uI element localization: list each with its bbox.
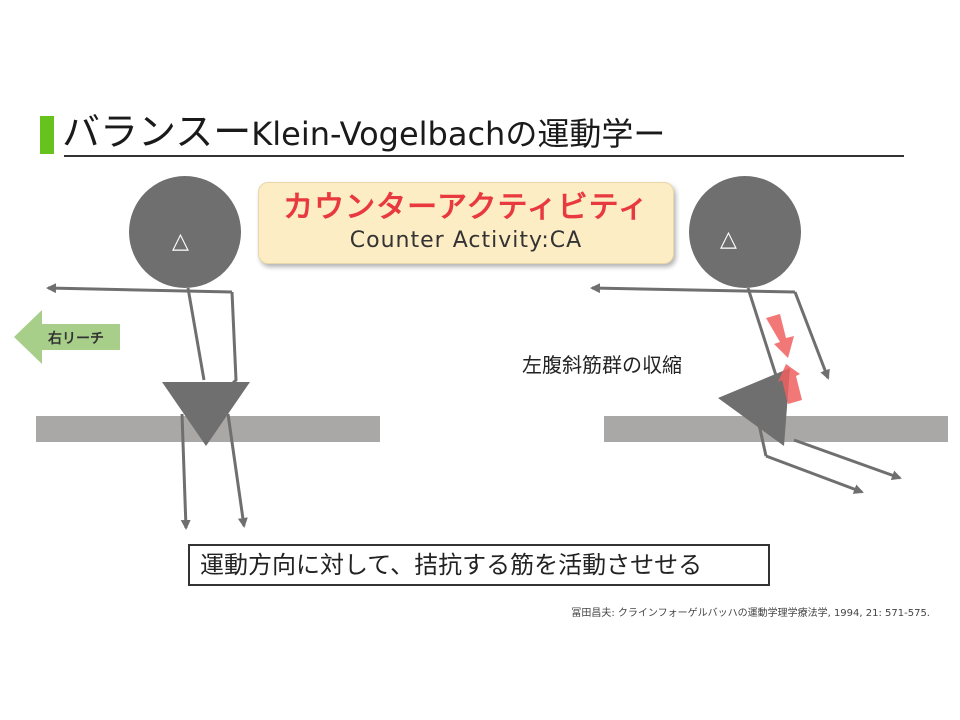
title-underline [64, 155, 904, 157]
title-subtitle: Klein-Vogelbachの運動学ー [251, 115, 666, 153]
right-arm-line [590, 283, 796, 294]
right-head [689, 176, 801, 288]
oblique-contraction-label: 左腹斜筋群の収縮 [522, 353, 682, 377]
left-head-symbol: △ [172, 229, 189, 254]
title-accent-bar [40, 116, 54, 154]
right-leg-line-2 [765, 454, 864, 494]
counter-activity-title: カウンターアクティビティ [283, 190, 649, 225]
left-leg-line-2 [226, 413, 248, 528]
left-leg-line [180, 413, 191, 530]
right-pelvis-triangle [718, 368, 790, 446]
contraction-arrow-up [778, 364, 802, 404]
reach-label: 右リーチ [47, 330, 104, 347]
left-pelvis-triangle [162, 382, 250, 446]
right-torso-line [746, 287, 782, 389]
reference-citation: 冨田昌夫: クラインフォーゲルバッハの運動学理学療法学, 1994, 21: 5… [571, 608, 930, 619]
right-torso-line-2 [793, 291, 830, 380]
counter-activity-box: カウンターアクティビティ Counter Activity:CA [258, 182, 674, 264]
right-head-symbol: △ [720, 227, 737, 252]
right-leg-line [756, 419, 768, 457]
reach-arrow-shape [14, 310, 120, 364]
caption-box: 運動方向に対して、拮抗する筋を活動させせる [188, 544, 770, 586]
left-arm-line [46, 283, 233, 294]
slide-title: バランスーKlein-Vogelbachの運動学ー [62, 108, 665, 156]
counter-activity-subtitle: Counter Activity:CA [349, 228, 583, 253]
title-main: バランスー [62, 110, 252, 154]
contraction-arrow-down [766, 314, 794, 358]
left-torso-line [186, 287, 206, 381]
left-torso-line-2 [226, 291, 238, 390]
left-head [129, 176, 241, 288]
right-leg-line-3 [793, 438, 902, 481]
